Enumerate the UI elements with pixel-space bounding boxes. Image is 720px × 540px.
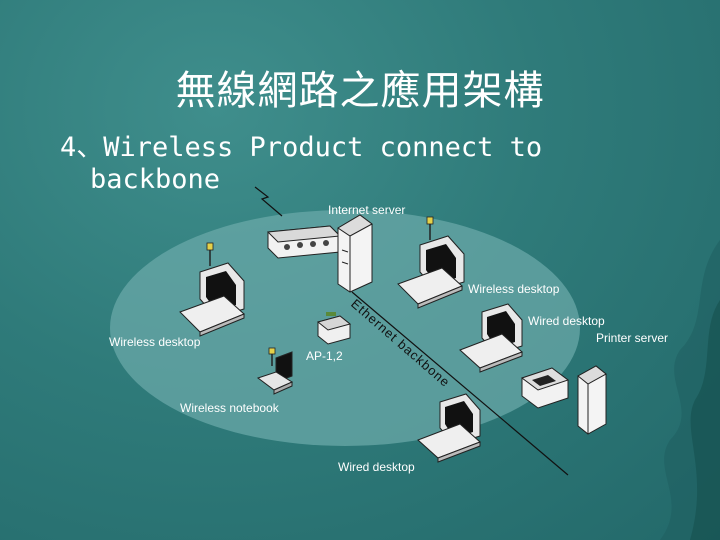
decorative-pattern bbox=[660, 240, 720, 540]
label-wireless-desktop-left: Wireless desktop bbox=[109, 335, 201, 349]
wired-desktop-right-icon bbox=[459, 303, 523, 373]
internet-server-icon bbox=[337, 214, 373, 293]
wireless-desktop-right-icon bbox=[397, 216, 465, 309]
label-printer-server: Printer server bbox=[596, 331, 669, 345]
hub-icon bbox=[266, 225, 342, 259]
lightning-icon bbox=[254, 186, 283, 217]
backbone-line bbox=[351, 291, 569, 476]
label-internet-server: Internet server bbox=[328, 203, 406, 217]
label-wireless-notebook: Wireless notebook bbox=[180, 401, 279, 415]
printer-server-icon bbox=[577, 365, 607, 435]
wireless-desktop-left-icon bbox=[179, 242, 245, 337]
slide-title: 無線網路之應用架構 bbox=[175, 68, 545, 114]
subtitle-line-1: 4、Wireless Product connect to bbox=[60, 132, 543, 163]
label-wired-desktop-bottom: Wired desktop bbox=[338, 460, 415, 474]
label-wireless-desktop-right: Wireless desktop bbox=[468, 282, 560, 296]
wired-desktop-bottom-icon bbox=[417, 393, 481, 463]
slide-subtitle: 4、Wireless Product connect to backbone bbox=[60, 132, 542, 196]
label-wired-desktop-right: Wired desktop bbox=[528, 314, 605, 328]
wireless-notebook-icon bbox=[256, 347, 294, 395]
label-ap: AP-1,2 bbox=[306, 349, 343, 363]
printer-icon bbox=[520, 367, 570, 409]
subtitle-line-2: backbone bbox=[90, 164, 221, 195]
access-point-icon bbox=[316, 312, 352, 345]
